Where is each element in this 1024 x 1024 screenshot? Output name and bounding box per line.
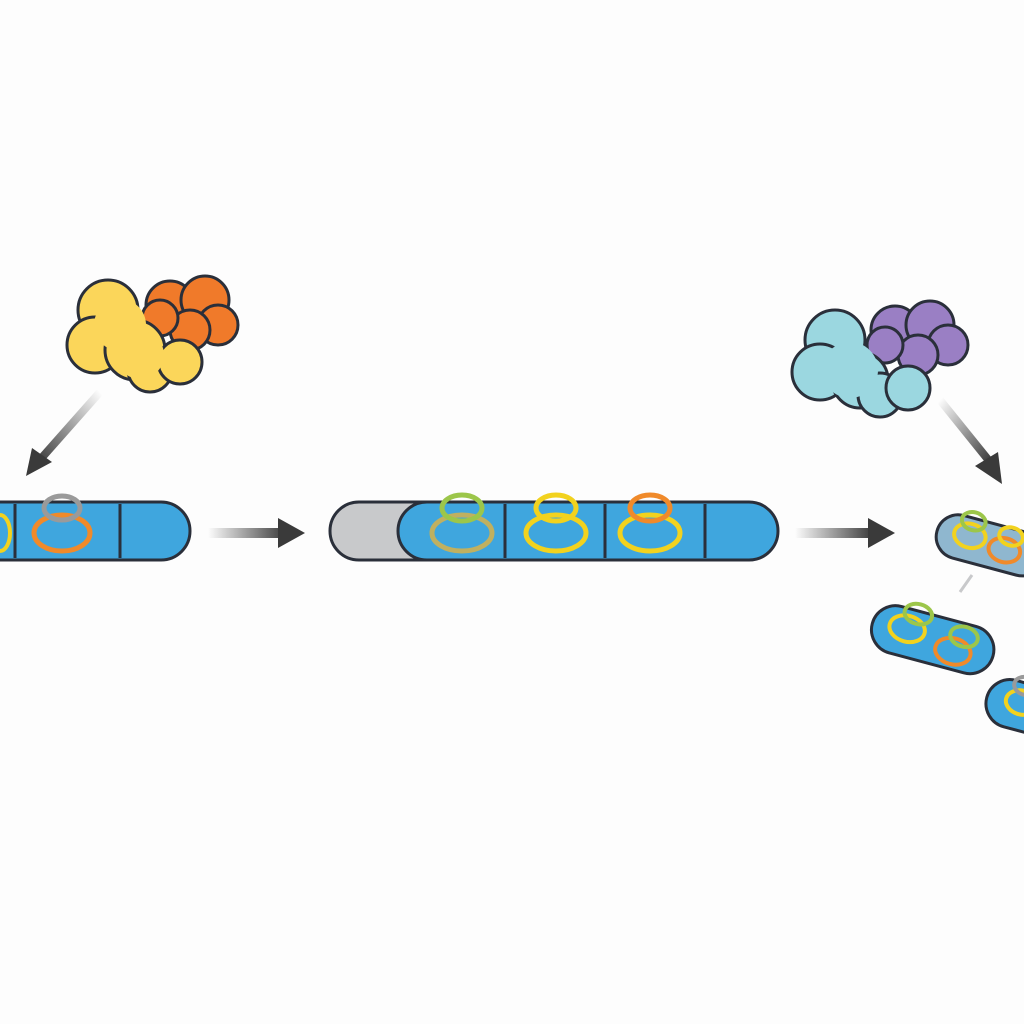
arrow-enzyme-left: [35, 389, 103, 465]
enzyme-left-icon: [65, 274, 240, 394]
arrow-1: [208, 528, 286, 538]
fragment-1: [934, 510, 1024, 578]
rod-2: [328, 492, 780, 562]
enzyme-right-icon: [790, 299, 970, 419]
arrow-2: [795, 528, 873, 538]
fragment-2: [869, 601, 996, 676]
arrow-enzyme-right: [936, 397, 994, 465]
arrowhead-icon: [26, 448, 52, 476]
arrowhead-icon: [278, 518, 305, 548]
fragment-3: [984, 674, 1024, 743]
arrowhead-icon: [975, 452, 1002, 484]
cleavage-mark: [958, 574, 974, 593]
rod-1: [0, 493, 192, 562]
arrowhead-icon: [868, 518, 895, 548]
